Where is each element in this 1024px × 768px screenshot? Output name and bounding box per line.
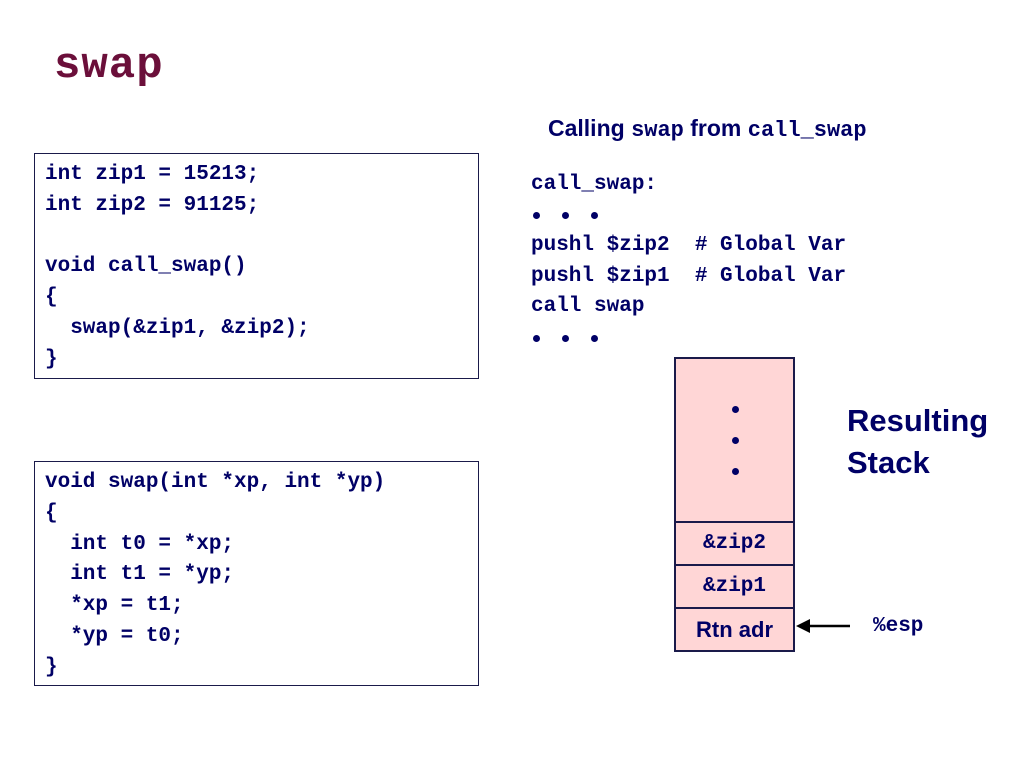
ellipsis-dot [533, 334, 540, 342]
esp-arrow-icon [796, 619, 850, 633]
code-line: void swap(int *xp, int *yp) [45, 471, 386, 494]
resulting-line: Resulting [847, 403, 989, 438]
esp-pointer-label: %esp [873, 615, 924, 638]
calling-heading: Calling swap from call_swap [548, 112, 867, 147]
stack-diagram: &zip2 &zip1 Rtn adr [674, 357, 795, 652]
code-line: int t0 = *xp; [45, 532, 235, 556]
swap-code-box: void swap(int *xp, int *yp) { int t0 = *… [34, 461, 479, 686]
ellipsis-dot [533, 212, 540, 220]
resulting-stack-heading: Resulting Stack [847, 400, 988, 484]
code-line: int t1 = *yp; [45, 563, 235, 587]
calling-caller: call_swap [747, 118, 867, 143]
code-line: } [45, 347, 58, 371]
calling-middle: from [683, 115, 748, 141]
ellipsis-dots [531, 323, 846, 354]
ellipsis-dot [591, 212, 598, 220]
code-line: *xp = t1; [45, 594, 184, 618]
stack-cell-zip1: &zip1 [676, 566, 793, 609]
stack-cell-return-address: Rtn adr [676, 609, 793, 650]
vertical-ellipsis-dot [732, 406, 739, 413]
code-line: swap(&zip1, &zip2); [45, 316, 310, 340]
stack-cell-label: &zip1 [702, 575, 766, 598]
code-line: int zip2 = 91125; [45, 193, 260, 217]
slide-title: swap [54, 41, 164, 91]
asm-line: call swap [531, 295, 645, 319]
stack-upper-region [676, 359, 793, 523]
code-line: { [45, 286, 58, 310]
code-line: *yp = t0; [45, 624, 184, 648]
assembly-listing: call_swap: pushl $zip2 # Global Var push… [531, 170, 846, 354]
ellipsis-dot [562, 334, 569, 342]
vertical-ellipsis-dot [732, 468, 739, 475]
stack-line: Stack [847, 445, 930, 480]
asm-label: call_swap: [531, 173, 658, 196]
calling-prefix: Calling [548, 115, 632, 141]
ellipsis-dots [531, 201, 846, 232]
ellipsis-dot [591, 334, 598, 342]
asm-line: pushl $zip2 # Global Var [531, 234, 847, 258]
call-swap-code-box: int zip1 = 15213; int zip2 = 91125; void… [34, 153, 479, 379]
ellipsis-dot [562, 212, 569, 220]
code-line: void call_swap() [45, 255, 247, 279]
stack-cell-label: Rtn adr [696, 616, 773, 642]
stack-cell-label: &zip2 [702, 532, 766, 555]
code-line [45, 222, 478, 253]
vertical-ellipsis-dot [732, 437, 739, 444]
code-line: { [45, 501, 58, 525]
asm-line: pushl $zip1 # Global Var [531, 264, 847, 288]
stack-cell-zip2: &zip2 [676, 523, 793, 566]
code-line: } [45, 655, 58, 679]
code-line: int zip1 = 15213; [45, 163, 260, 186]
calling-func: swap [631, 118, 684, 143]
